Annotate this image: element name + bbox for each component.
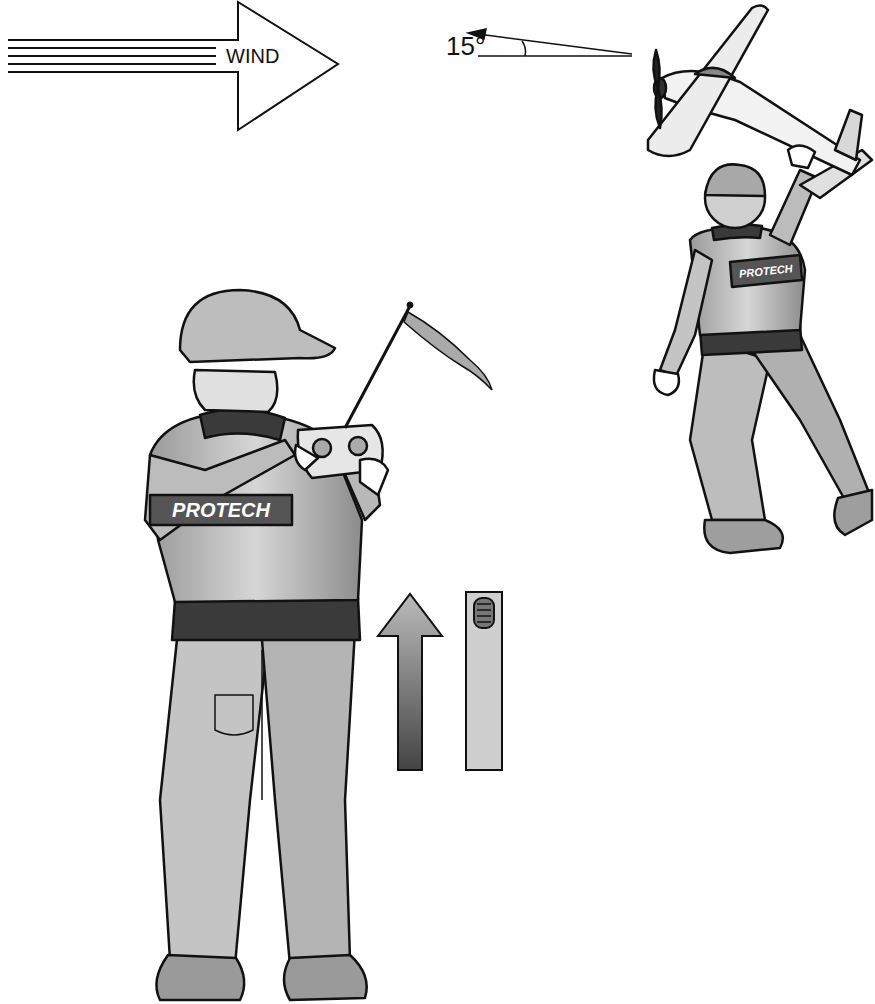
throttle-indicator-part [477,604,491,622]
pilot-figure-part [194,370,278,412]
launch-angle-part [522,41,526,56]
pilot-figure-part [313,439,331,457]
throttle-indicator-part [378,594,442,770]
wind-arrow [8,2,338,130]
airplane-part [653,50,659,88]
transmitter-antenna-part [345,306,410,428]
launcher-figure-part [660,250,712,376]
throttle-indicator-part-part [477,621,491,623]
launcher-figure-part [704,520,783,553]
launcher-figure-part [705,164,765,196]
pilot-figure-part [261,650,263,800]
transmitter-antenna [345,302,492,428]
launcher-figure-part [654,370,679,395]
wind-arrow-part [8,2,338,130]
pilot-figure-part [160,630,268,965]
throttle-indicator-part [474,598,494,628]
airplane-part [648,5,768,156]
wind-arrow-part [8,47,216,49]
wind-arrow-part [8,63,216,65]
airplane [648,5,872,198]
airplane-part [695,68,735,78]
throttle-indicator-part-part [477,615,491,617]
pilot-figure [145,290,388,1000]
throttle-indicator [378,592,502,770]
throttle-indicator-part [466,592,502,770]
launch-angle-part [478,34,632,54]
launcher-figure-part [730,255,802,287]
pilot-figure-part [156,955,244,1000]
pilot-figure-part [284,955,367,1000]
pilot-figure-part [172,598,360,640]
launcher-figure-part [834,490,872,535]
jacket-logo: PROTECH [170,499,272,521]
launch-angle [468,29,632,56]
launcher-figure [654,164,872,553]
pilot-figure-part [360,459,388,495]
throttle-indicator-part-part [477,609,491,611]
transmitter-antenna-part [407,302,413,308]
angle-label: 15° [444,32,487,60]
transmitter-antenna-part [404,312,492,390]
airplane-part [835,110,862,160]
pilot-figure-part [262,630,355,965]
launcher-figure-part [745,335,870,500]
throttle-indicator-part-part [477,603,491,605]
pilot-figure-part [349,437,367,455]
pilot-figure-part [200,409,285,440]
pilot-figure-part [150,495,292,525]
pilot-figure-part [215,695,253,735]
pilot-figure-part [145,440,295,540]
pilot-figure-part [180,290,335,362]
launcher-figure-part [690,340,770,520]
pilot-figure-part [295,445,318,470]
wind-arrow-part [8,55,216,57]
launch-angle-part [478,55,632,57]
wind-label: WIND [224,45,281,67]
airplane-part [788,145,815,168]
airplane-part [655,88,661,128]
